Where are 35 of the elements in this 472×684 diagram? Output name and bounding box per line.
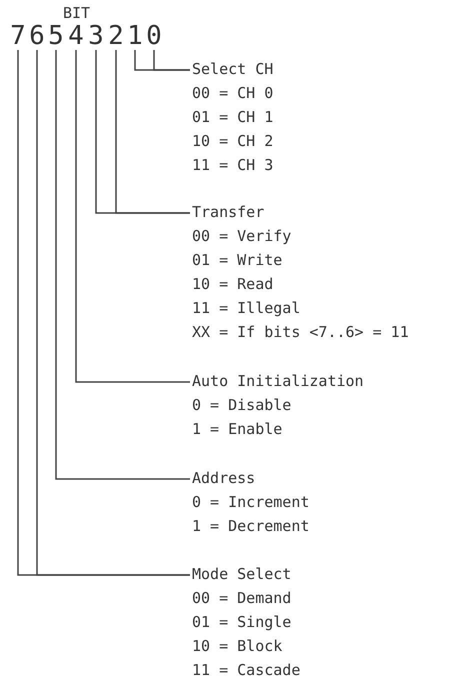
bit-number: 5 — [47, 22, 65, 50]
value-line: 1 = Enable — [192, 419, 284, 440]
value-line: 10 = CH 2 — [192, 131, 274, 152]
value-line: 00 = Verify — [192, 226, 292, 247]
value-line: 0 = Disable — [192, 395, 292, 416]
bit-number: 7 — [9, 22, 27, 50]
field-name: Transfer — [192, 202, 266, 223]
value-line: 01 = Write — [192, 250, 284, 271]
value-line: 0 = Increment — [192, 492, 310, 513]
leader-line — [95, 50, 190, 214]
value-line: 10 = Read — [192, 274, 274, 295]
bit-number: 4 — [67, 22, 85, 50]
field-name: Address — [192, 468, 256, 489]
bit-number: 6 — [28, 22, 46, 50]
value-line: 11 = CH 3 — [192, 155, 274, 176]
bit-number: 0 — [145, 22, 163, 50]
bit-number: 3 — [87, 22, 105, 50]
value-line: 10 = Block — [192, 636, 284, 657]
value-line: 00 = Demand — [192, 588, 292, 609]
leader-line — [134, 50, 190, 71]
field-name: Select CH — [192, 59, 274, 80]
value-line: 11 = Cascade — [192, 660, 300, 681]
value-line: 01 = Single — [192, 612, 292, 633]
leader-line — [55, 50, 190, 480]
value-line: XX = If bits <7..6> = 11 — [192, 322, 409, 343]
bit-number: 2 — [107, 22, 125, 50]
value-line: 1 = Decrement — [192, 516, 310, 537]
leader-line — [75, 50, 190, 383]
field-name: Mode Select — [192, 564, 292, 585]
field-name: Auto Initialization — [192, 371, 364, 392]
value-line: 01 = CH 1 — [192, 107, 274, 128]
bit-heading: BIT — [63, 4, 90, 22]
value-line: 00 = CH 0 — [192, 83, 274, 104]
value-line: 11 = Illegal — [192, 298, 302, 319]
bit-number: 1 — [126, 22, 144, 50]
